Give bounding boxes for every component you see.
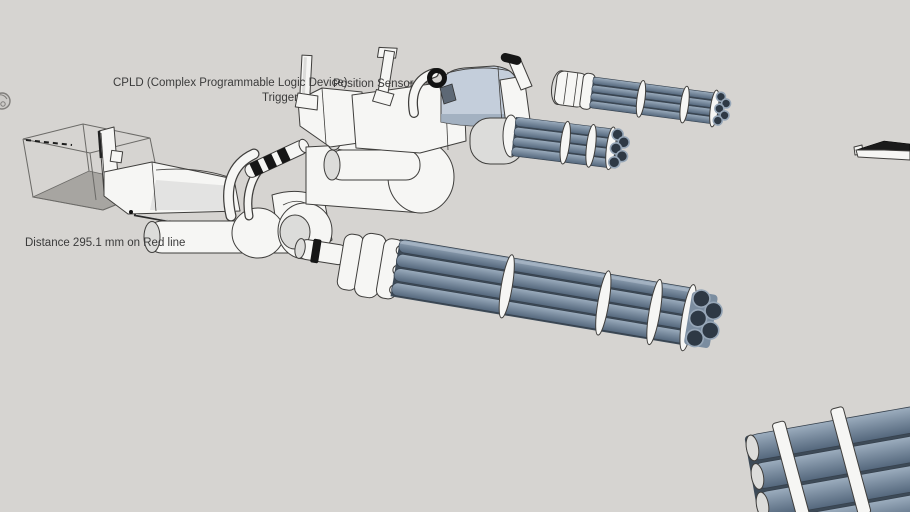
drum-end-left <box>231 207 285 259</box>
orbit-cursor-icon <box>0 92 11 110</box>
barrel-cluster-detached <box>550 70 732 128</box>
gun-barrels-attached <box>511 117 631 171</box>
rotor-and-barrels <box>336 232 723 352</box>
front-handle <box>294 54 319 111</box>
measure-point <box>129 210 133 214</box>
minigun-receiver-assembly <box>294 46 631 214</box>
edge-tick-marks <box>25 139 73 146</box>
rear-cylinder-bottom <box>327 149 421 181</box>
label-distance: Distance 295.1 mm on Red line <box>25 237 185 249</box>
body-shading <box>150 180 236 211</box>
grab-handle <box>408 68 457 118</box>
flat-bracket-part <box>853 140 910 161</box>
label-position-sensor: Position Sensor <box>333 78 414 90</box>
barrel-cluster-corner <box>744 400 910 512</box>
label-cpld: CPLD (Complex Programmable Logic Device) <box>113 77 348 89</box>
striped-spring-shaft <box>244 138 310 178</box>
drive-shaft <box>294 238 349 266</box>
cocking-handle <box>500 52 533 91</box>
carry-handle <box>372 46 398 107</box>
black-ring <box>427 68 447 88</box>
minigun-barrel-assembly <box>279 214 723 352</box>
gun-body-assembly <box>97 126 333 260</box>
